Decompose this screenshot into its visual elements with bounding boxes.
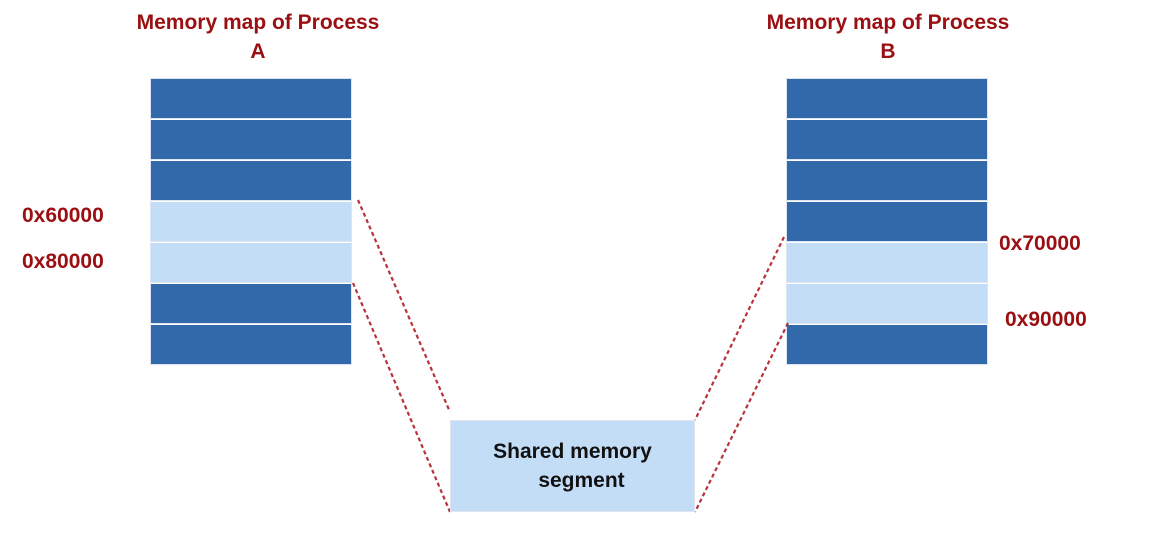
process-b-shared-block [786,242,988,283]
process-a-title: Memory map of Process A [108,8,408,66]
link-b-bottom [694,322,789,513]
process-a-shared-block [150,201,352,242]
link-a-top [356,199,452,413]
process-b-memory-block [786,78,988,119]
process-a-address-start: 0x60000 [22,204,104,227]
process-a-title-line2: A [250,40,266,63]
process-b-shared-block [786,283,988,324]
process-a-memory-block [150,119,352,160]
process-a-memory-map [150,78,352,365]
process-b-title-line2: B [880,40,896,63]
process-a-address-end: 0x80000 [22,250,104,273]
process-b-memory-block [786,324,988,365]
process-a-memory-block [150,324,352,365]
process-b-address-end: 0x90000 [1005,308,1087,331]
process-b-title: Memory map of Process B [738,8,1038,66]
link-a-bottom [351,282,452,513]
shared-segment-label-line1: Shared memory [493,440,652,463]
process-b-memory-block [786,119,988,160]
process-a-title-line1: Memory map of Process [136,11,380,34]
process-a-memory-block [150,160,352,201]
process-a-memory-block [150,283,352,324]
process-b-title-line1: Memory map of Process [766,11,1010,34]
process-a-memory-block [150,78,352,119]
process-b-address-start: 0x70000 [999,232,1081,255]
process-b-memory-block [786,160,988,201]
process-a-shared-block [150,242,352,283]
process-b-memory-block [786,201,988,242]
link-b-top [694,236,785,421]
shared-segment-label-line2: segment [538,469,625,492]
process-b-memory-map [786,78,988,365]
shared-memory-segment: Shared memory segment [450,420,695,512]
